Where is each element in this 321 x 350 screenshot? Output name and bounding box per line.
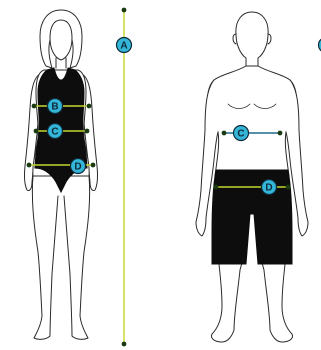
male-shorts xyxy=(212,170,292,264)
male-torso xyxy=(207,66,297,176)
female-right-leg xyxy=(64,176,90,339)
male-hips-right-dot xyxy=(286,185,291,190)
waist-left-dot xyxy=(34,129,39,134)
male-head xyxy=(236,12,268,66)
male-waist-right-dot xyxy=(278,131,283,136)
badge-hips: D xyxy=(71,159,86,174)
waist-right-dot xyxy=(85,129,90,134)
badge-male-hips: D xyxy=(262,180,277,195)
female-left-leg xyxy=(32,176,58,339)
badge-waist-label: C xyxy=(51,127,58,138)
bust-left-dot xyxy=(32,104,37,109)
badge-height-label: A xyxy=(120,41,127,52)
hips-right-dot xyxy=(91,163,96,168)
badge-bust-label: B xyxy=(51,102,58,113)
height-bottom-dot xyxy=(122,342,127,347)
badge-male-hips-label: D xyxy=(265,183,272,194)
badge-height: A xyxy=(117,38,132,53)
male-hips-left-dot xyxy=(214,185,219,190)
badge-male-waist: C xyxy=(234,126,249,141)
hips-left-dot xyxy=(27,163,32,168)
badge-waist: C xyxy=(48,124,63,139)
bust-right-dot xyxy=(87,104,92,109)
badge-male-waist-label: C xyxy=(237,129,244,140)
badge-hips-label: D xyxy=(74,162,81,173)
badge-bust: B xyxy=(48,99,63,114)
female-face xyxy=(50,20,72,60)
male-waist-left-dot xyxy=(222,131,227,136)
height-top-dot xyxy=(122,8,127,13)
male-right-leg xyxy=(258,256,293,342)
male-left-leg xyxy=(211,256,246,342)
